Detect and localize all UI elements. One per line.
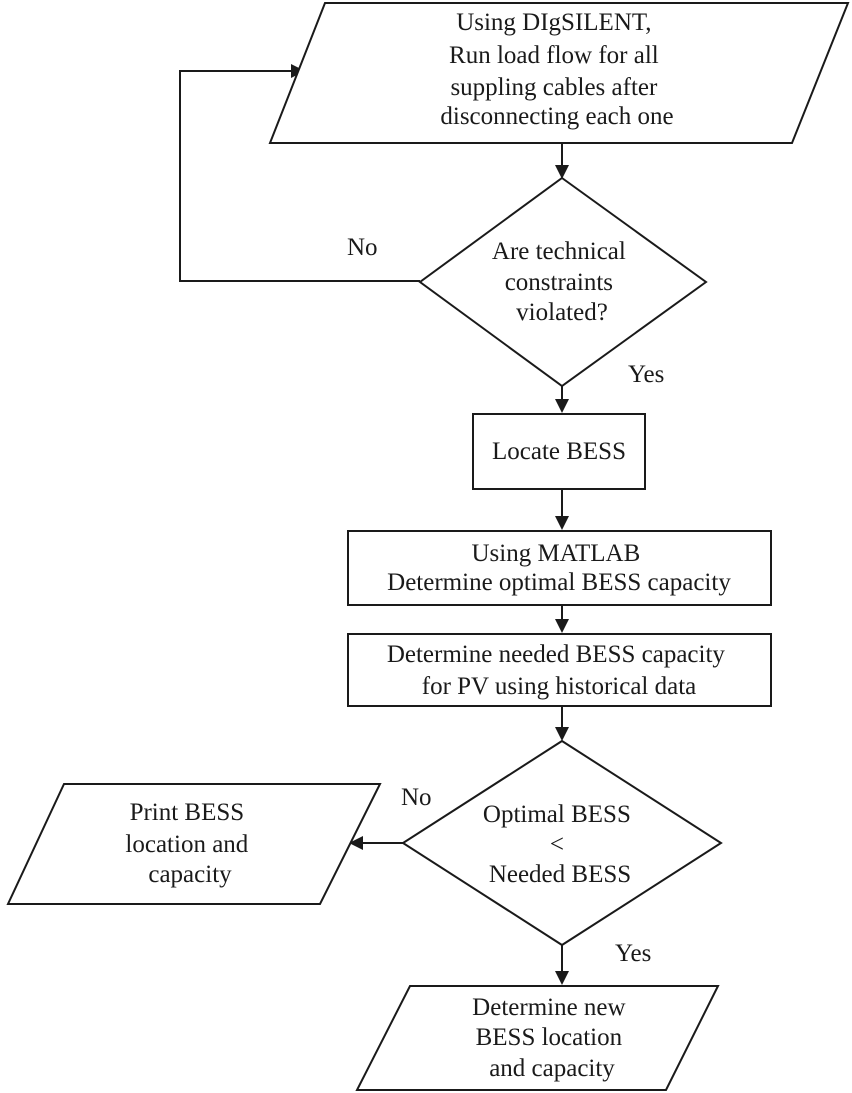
needed-capacity-line-1: Determine needed BESS capacity bbox=[387, 641, 726, 668]
constraints-line-1: Are technical bbox=[492, 238, 626, 265]
new-location-line-1: Determine new bbox=[472, 994, 625, 1021]
arrowhead bbox=[555, 727, 569, 741]
optimal-capacity-line-2: Determine optimal BESS capacity bbox=[387, 569, 731, 596]
locate-bess-box bbox=[472, 413, 646, 490]
compare-line-1: Optimal BESS bbox=[483, 801, 631, 828]
run-load-flow-line-2: Run load flow for all bbox=[449, 42, 659, 69]
arrowhead bbox=[555, 971, 569, 985]
compare-decision-text: Optimal BESS < Needed BESS bbox=[483, 801, 637, 888]
needed-capacity-box bbox=[347, 633, 772, 707]
print-result-line-3: capacity bbox=[148, 861, 232, 888]
compare-line-3: Needed BESS bbox=[489, 861, 631, 888]
new-location-line-2: BESS location bbox=[476, 1024, 623, 1051]
run-load-flow-line-4: disconnecting each one bbox=[440, 103, 673, 130]
print-result-line-1: Print BESS bbox=[130, 799, 245, 826]
run-load-flow-line-3: suppling cables after bbox=[450, 74, 658, 101]
constraints-line-2: constraints bbox=[505, 269, 613, 296]
new-location-parallelogram bbox=[355, 985, 720, 1091]
print-result-parallelogram bbox=[6, 783, 382, 905]
constraints-decision-text: Are technical constraints violated? bbox=[492, 238, 632, 326]
locate-bess-line-1: Locate BESS bbox=[492, 438, 626, 465]
optimal-capacity-line-1: Using MATLAB bbox=[471, 540, 640, 567]
run-load-flow-text: Using DIgSILENT, Run load flow for all s… bbox=[440, 9, 673, 130]
new-location-line-3: and capacity bbox=[489, 1055, 615, 1082]
compare-decision-diamond bbox=[401, 739, 723, 947]
arrowhead bbox=[555, 516, 569, 530]
constraints-no-label: No bbox=[347, 234, 378, 261]
compare-no-label: No bbox=[401, 784, 432, 811]
run-load-flow-parallelogram bbox=[268, 1, 850, 144]
arrowhead bbox=[555, 399, 569, 413]
constraints-yes-label: Yes bbox=[628, 361, 664, 388]
connector-no-loop-back bbox=[179, 70, 420, 282]
arrowhead bbox=[555, 165, 569, 179]
constraints-decision-diamond bbox=[418, 176, 708, 388]
compare-yes-label: Yes bbox=[615, 940, 651, 967]
run-load-flow-line-1: Using DIgSILENT, bbox=[456, 9, 651, 36]
optimal-capacity-text: Using MATLAB Determine optimal BESS capa… bbox=[387, 540, 731, 596]
arrowhead bbox=[349, 836, 363, 850]
print-result-line-2: location and bbox=[125, 831, 248, 858]
needed-capacity-text: Determine needed BESS capacity for PV us… bbox=[387, 641, 731, 700]
arrowhead bbox=[555, 619, 569, 633]
new-location-text: Determine new BESS location and capacity bbox=[472, 994, 632, 1082]
constraints-line-3: violated? bbox=[516, 299, 608, 326]
needed-capacity-line-2: for PV using historical data bbox=[422, 673, 697, 700]
print-result-text: Print BESS location and capacity bbox=[125, 799, 254, 888]
locate-bess-text: Locate BESS bbox=[492, 438, 626, 465]
compare-line-2: < bbox=[550, 831, 564, 858]
optimal-capacity-box bbox=[347, 530, 772, 606]
